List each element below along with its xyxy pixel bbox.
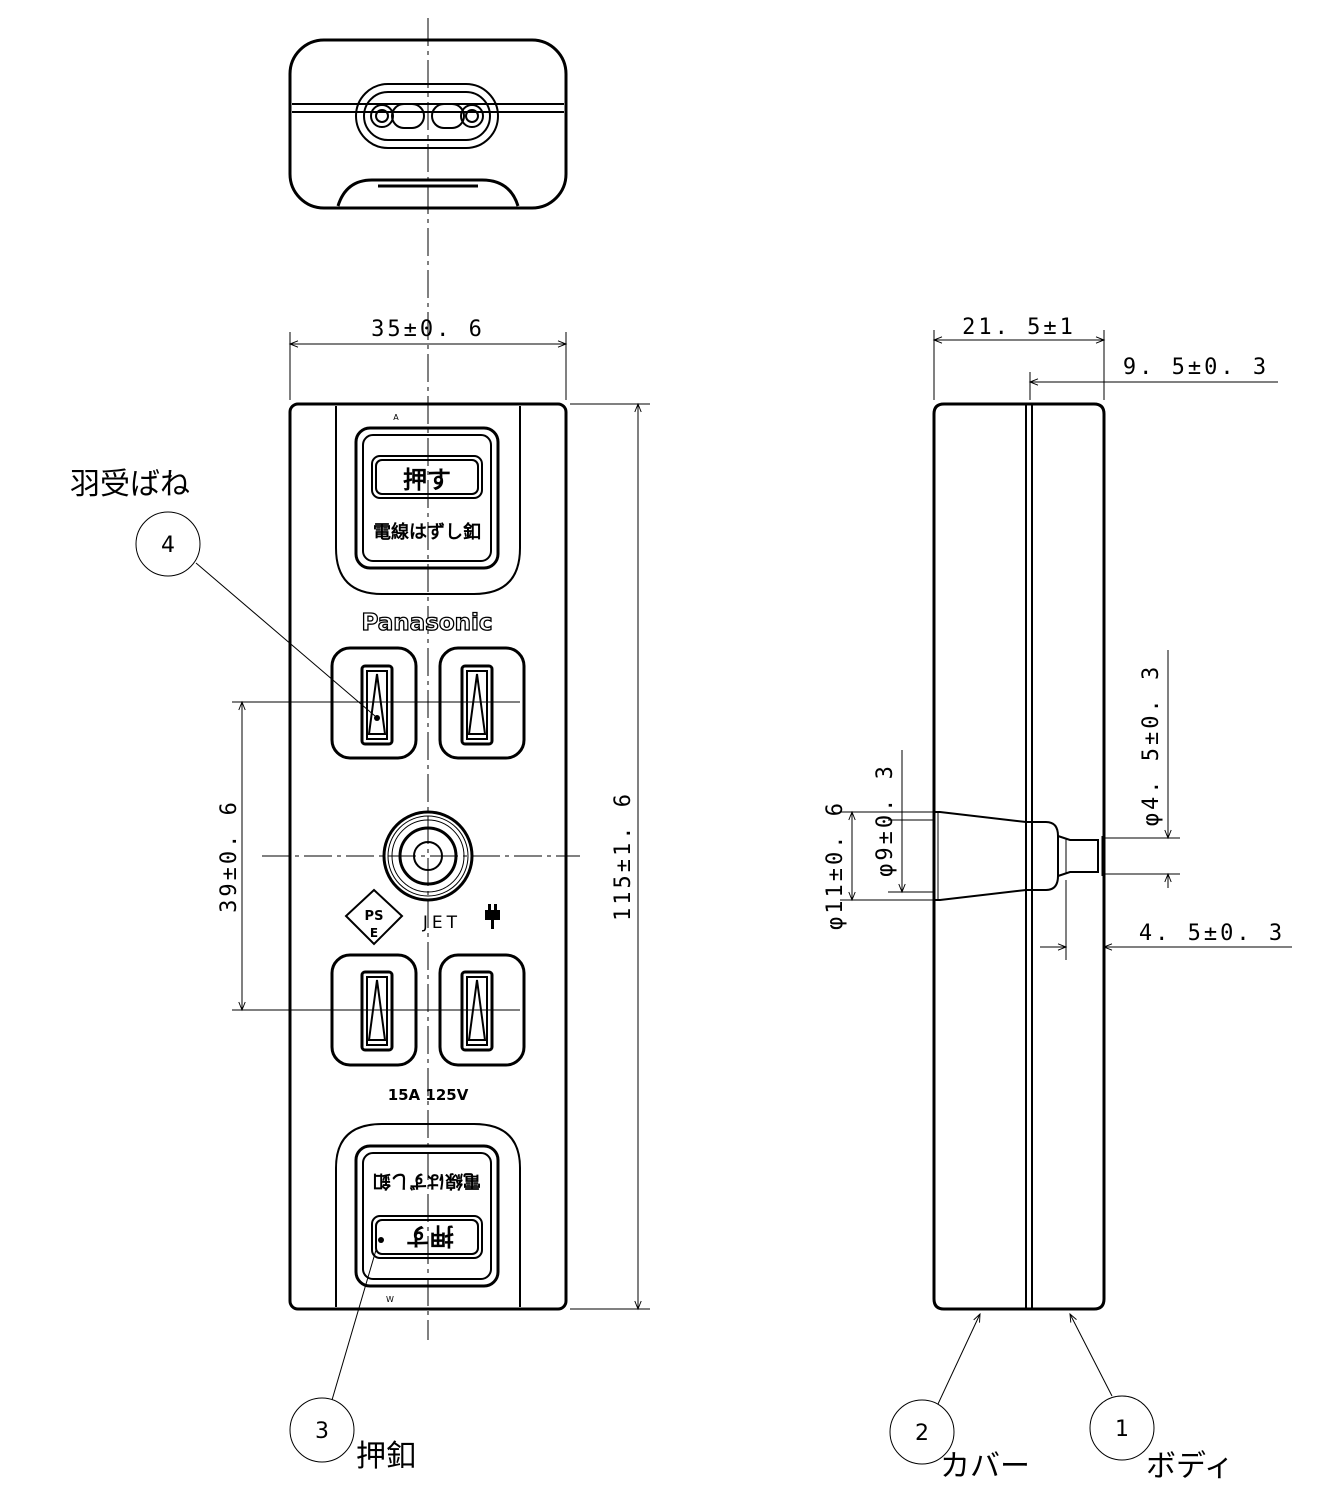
pse-mark (344, 888, 404, 946)
dim-front-height: 115±1. 6 (611, 791, 636, 921)
dim-front-width: 35±0. 6 (371, 317, 485, 342)
dim-len-4-5: 4. 5±0. 3 (1139, 921, 1285, 946)
balloon-3-number: 3 (315, 1419, 329, 1444)
outlet-upper-right (438, 646, 526, 760)
dim-dia-9: φ9±0. 3 (873, 763, 898, 877)
front-dimensions: 35±0. 6 115±1. 6 39±0. 6 (217, 317, 650, 1311)
balloons: 4 羽受ばね 3 押釦 2 カバー 1 ボディ (70, 467, 1234, 1484)
part-1-name: ボディ (1146, 1449, 1234, 1484)
dim-outlet-spacing: 39±0. 6 (217, 799, 242, 913)
button-label-top: 押す (403, 466, 451, 494)
side-view (932, 402, 1106, 1311)
part-3-name: 押釦 (356, 1439, 416, 1474)
dim-side-depth: 21. 5±1 (962, 315, 1076, 340)
mark-w: W (386, 1295, 394, 1304)
jet-mark: JET (422, 913, 461, 933)
rating-label: 15A 125V (388, 1086, 469, 1104)
outlet-upper-left (330, 646, 418, 760)
button-label-bottom: 押す (406, 1222, 454, 1250)
mark-a: A (393, 413, 399, 422)
balloon-1-number: 1 (1115, 1417, 1129, 1442)
part-4-name: 羽受ばね (70, 467, 190, 502)
balloon-2-number: 2 (915, 1421, 929, 1446)
part-2-name: カバー (940, 1449, 1030, 1484)
dim-body-depth: 9. 5±0. 3 (1123, 355, 1269, 380)
release-label-bottom: 電線はずし釦 (373, 1170, 481, 1192)
jet-plug-icon (485, 904, 500, 929)
dim-dia-4-5: φ4. 5±0. 3 (1139, 664, 1164, 826)
pse-text-top: PS (365, 909, 384, 924)
release-label-top: 電線はずし釦 (373, 521, 481, 543)
dim-dia-11: φ11±0. 6 (823, 800, 848, 930)
front-view: 押す 電線はずし釦 電線はずし釦 押す Panasonic PS E JET 1… (232, 18, 580, 1340)
brand-logo: Panasonic (361, 610, 492, 636)
side-dimensions: 21. 5±1 9. 5±0. 3 φ4. 5±0. 3 φ9±0. 3 φ11… (823, 315, 1292, 960)
balloon-4-number: 4 (161, 533, 175, 558)
pse-text-bottom: E (370, 926, 378, 940)
